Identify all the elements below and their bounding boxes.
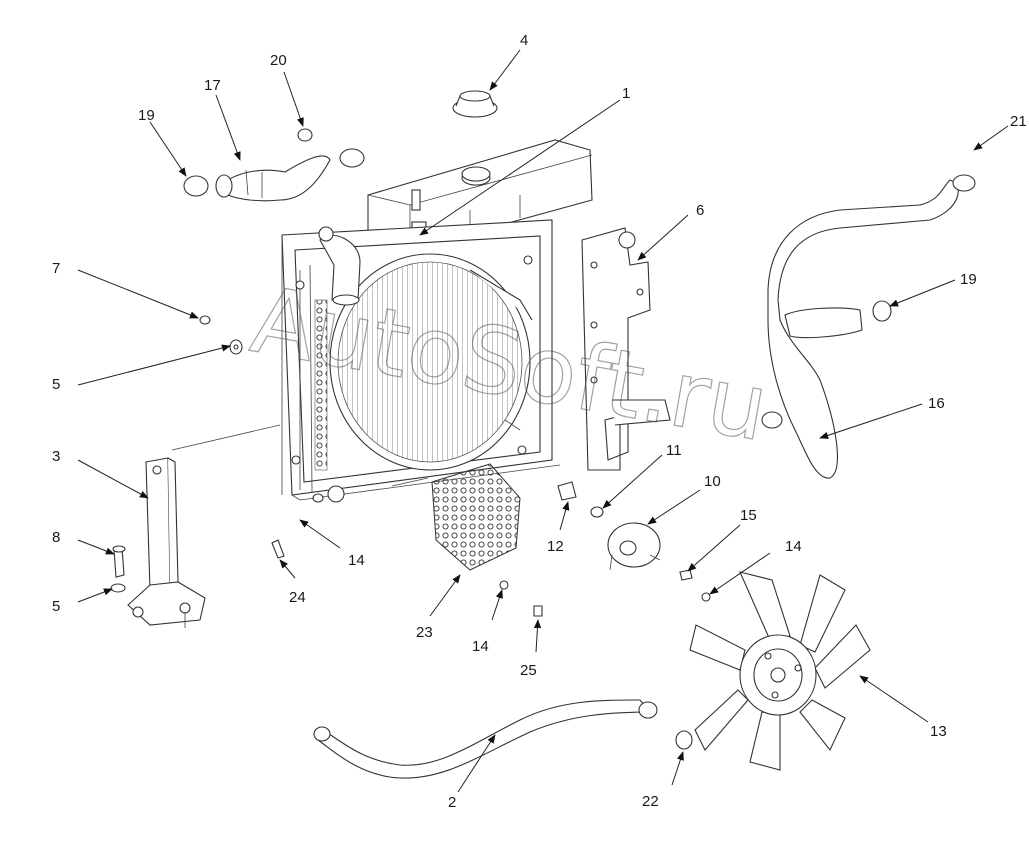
callout-label-17: 17 xyxy=(204,77,221,94)
callout-label-5-lower: 5 xyxy=(52,598,60,615)
callout-label-13: 13 xyxy=(930,723,947,740)
callout-label-11: 11 xyxy=(666,442,682,459)
callout-label-2: 2 xyxy=(448,794,456,811)
callout-label-10: 10 xyxy=(704,473,721,490)
bolt-and-washer-upper xyxy=(199,315,243,355)
radiator-cap xyxy=(452,90,498,118)
callout-label-12: 12 xyxy=(547,538,564,555)
callout-label-8: 8 xyxy=(52,529,60,546)
lower-support-post xyxy=(127,457,206,628)
callout-label-1: 1 xyxy=(622,85,630,102)
callout-label-24: 24 xyxy=(289,589,306,606)
parts-drawing: AutoSoft.ru xyxy=(110,90,976,779)
callout-label-7: 7 xyxy=(52,260,60,277)
lower-hose-assembly xyxy=(761,174,976,479)
side-mounting-bracket xyxy=(581,227,671,471)
callout-label-16: 16 xyxy=(928,395,945,412)
callout-label-14-middle: 14 xyxy=(472,638,489,655)
bolt-and-washer-lower xyxy=(110,545,126,593)
drain-tube xyxy=(313,699,693,779)
callouts: 1 2 3 4 5 5 6 7 8 10 11 12 13 xyxy=(52,32,1027,811)
callout-label-3: 3 xyxy=(52,448,60,465)
cooling-fan xyxy=(689,571,871,771)
small-fasteners xyxy=(271,493,711,617)
fan-hub xyxy=(557,481,661,571)
radiator-inlet-elbow xyxy=(318,226,361,306)
upper-hose-assembly xyxy=(183,128,365,202)
perforated-guard-plate xyxy=(431,463,521,571)
callout-label-22: 22 xyxy=(642,793,659,810)
callout-label-25: 25 xyxy=(520,662,537,679)
callout-label-14-right: 14 xyxy=(785,538,802,555)
callout-label-14-left: 14 xyxy=(348,552,365,569)
assembly-guide-lines xyxy=(171,424,429,487)
callout-label-5-upper: 5 xyxy=(52,376,60,393)
callout-label-15: 15 xyxy=(740,507,757,524)
callout-label-6: 6 xyxy=(696,202,704,219)
callout-label-23: 23 xyxy=(416,624,433,641)
callout-label-20: 20 xyxy=(270,52,287,69)
callout-label-21: 21 xyxy=(1010,113,1027,130)
callout-label-19-left: 19 xyxy=(138,107,155,124)
callout-label-19-right: 19 xyxy=(960,271,977,288)
callout-label-4: 4 xyxy=(520,32,528,49)
